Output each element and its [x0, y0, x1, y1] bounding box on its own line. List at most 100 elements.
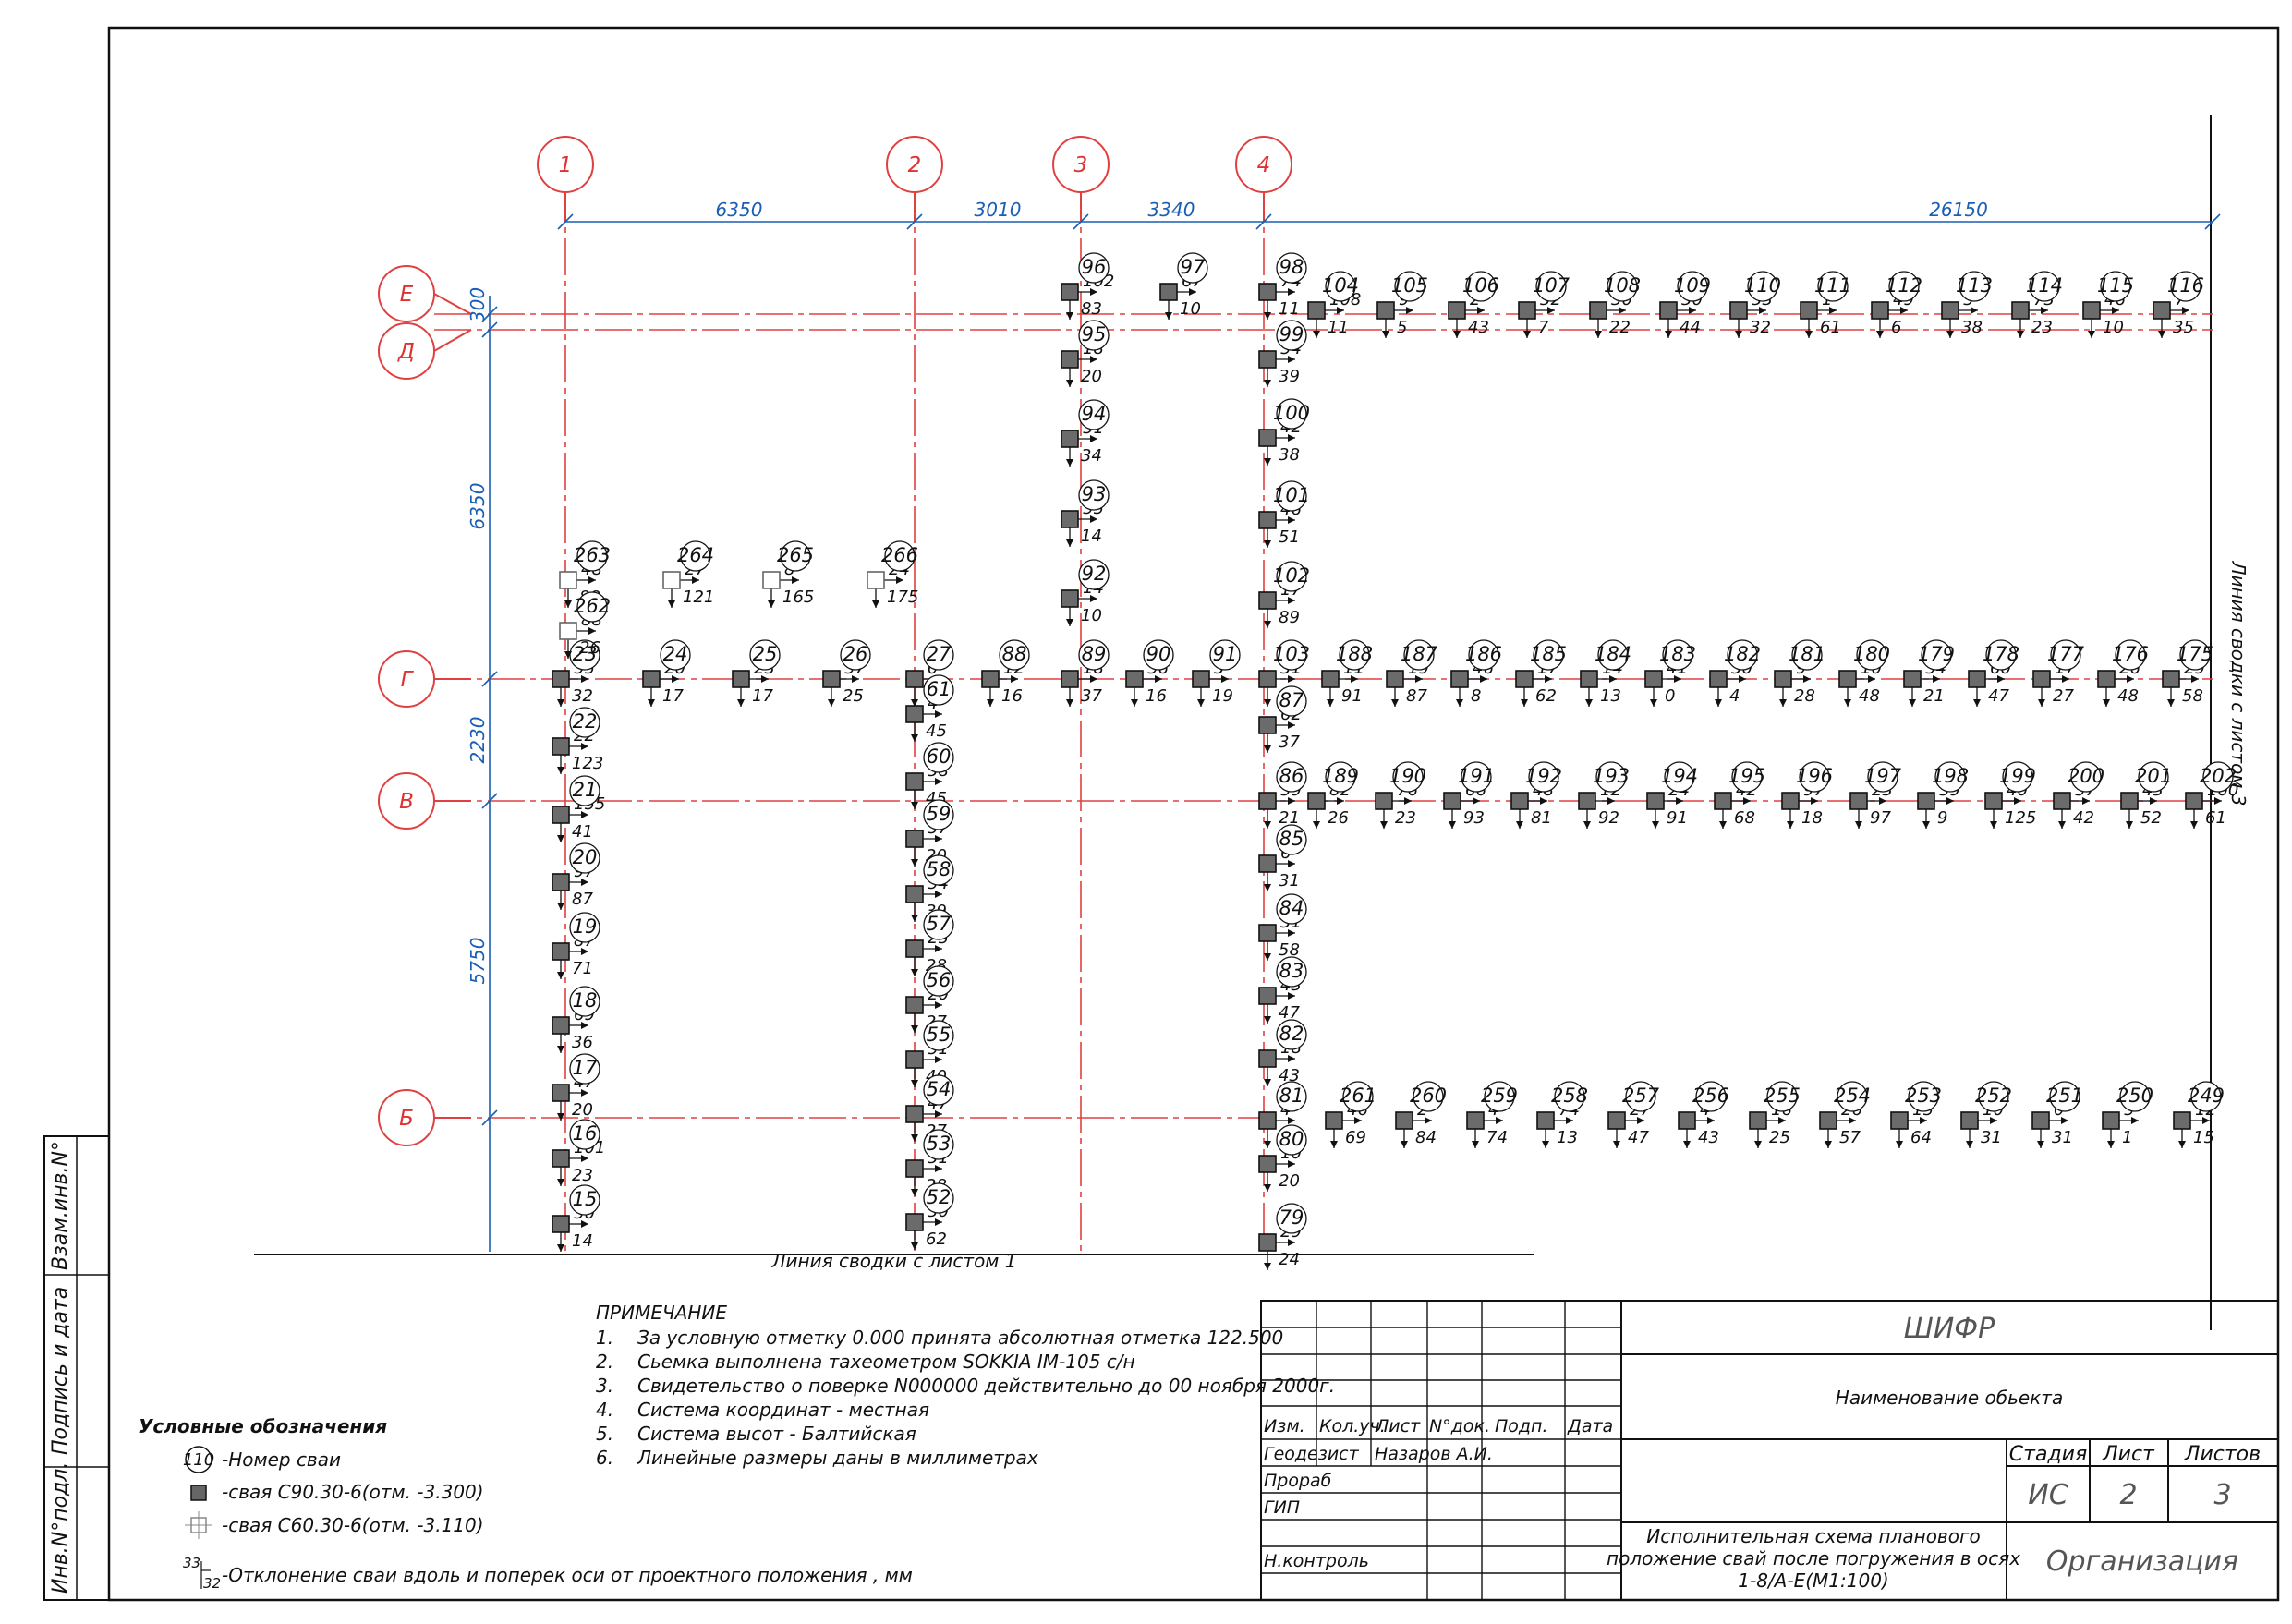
pile-number-circle	[1908, 1081, 1939, 1112]
pile-arrowhead-y	[557, 1244, 564, 1252]
pile-number-circle	[569, 842, 600, 874]
pile-number: 110	[1744, 274, 1781, 297]
pile-square-C90	[1849, 792, 1868, 810]
pile-112: 496112	[1871, 271, 1922, 338]
pile-arrowhead-x	[935, 778, 942, 785]
pile-number: 92	[1082, 563, 1107, 585]
pile-number: 81	[1279, 1085, 1304, 1107]
pile-arrowhead-x	[581, 1155, 588, 1162]
pile-square-C90	[1258, 1049, 1277, 1068]
pile-193: 1292193	[1578, 761, 1630, 829]
pile-arrowhead-x	[2150, 797, 2157, 805]
pile-arrowhead-x	[1288, 597, 1295, 604]
pile-number-circle	[1695, 1081, 1727, 1112]
pile-number-circle	[1791, 639, 1823, 671]
pile-number: 17	[573, 1057, 598, 1079]
pile-arrowhead-x	[1496, 1117, 1503, 1124]
pile-square-C90	[1307, 792, 1326, 810]
pile-dev-across: 1	[2122, 1128, 2132, 1147]
pile-number-circle	[1276, 480, 1307, 512]
pile-number-circle	[1276, 824, 1307, 855]
pile-257: 2747257	[1607, 1081, 1660, 1148]
axis-bubbles: 1 2 3 4 Е Д Г В Б	[378, 136, 1292, 1146]
pile-number-circle	[923, 965, 954, 997]
pile-square-C90	[2011, 301, 2030, 320]
pile-17: 472017	[552, 1053, 600, 1121]
pile-number-circle	[1276, 761, 1307, 793]
pile-arrowhead-y	[1652, 821, 1659, 829]
pile-dev-across: 8	[1471, 686, 1481, 706]
pile-number: 179	[1918, 643, 1955, 665]
pile-arrowhead-x	[1288, 797, 1295, 805]
stamp-header-list: Лист	[1375, 1416, 1421, 1436]
pile-square-C90	[1941, 301, 1959, 320]
pile-square-C90	[552, 1016, 570, 1035]
pile-dev-across: 38	[1961, 318, 1983, 337]
note-5-text: Система высот - Балтийская	[637, 1423, 916, 1445]
note-3-text: Свидетельство о поверке N000000 действит…	[637, 1375, 1335, 1397]
pile-number: 193	[1593, 765, 1630, 787]
pile-dev-across: 125	[2005, 808, 2036, 828]
pile-number-circle	[1766, 1081, 1798, 1112]
pile-square-C90	[1678, 1111, 1696, 1130]
pile-number-circle	[1597, 639, 1629, 671]
pile-dev-across: 15	[2193, 1128, 2214, 1147]
pile-dev-across: 18	[1801, 808, 1823, 828]
pile-arrowhead-x	[1920, 1117, 1927, 1124]
pile-arrowhead-y	[557, 972, 564, 979]
pile-arrowhead-y	[1595, 331, 1602, 338]
pile-number: 111	[1814, 274, 1851, 297]
pile-179: 5421179	[1903, 639, 1955, 707]
pile-dev-across: 48	[1859, 686, 1880, 706]
pile-square-C90	[552, 737, 570, 756]
pile-number: 57	[927, 913, 952, 935]
pile-square-C90	[2082, 301, 2101, 320]
pile-number: 52	[927, 1186, 952, 1208]
pile-arrowhead-x	[1743, 797, 1751, 805]
axis-bubble-E	[378, 265, 435, 322]
pile-59: 572059	[905, 799, 954, 867]
pile-number: 253	[1905, 1085, 1942, 1107]
legend-dev-bottom: 32	[203, 1575, 221, 1592]
pile-arrowhead-y	[911, 969, 918, 976]
pile-arrowhead-x	[1090, 356, 1097, 363]
pile-dev-across: 16	[1001, 686, 1023, 706]
pile-number-circle	[1731, 761, 1763, 793]
stamp-sheet-header: Лист	[2102, 1443, 2155, 1466]
bottom-join-label: Линия сводки с листом 1	[771, 1250, 1017, 1272]
pile-number: 176	[2112, 643, 2149, 665]
pile-number: 97	[1181, 256, 1206, 278]
pile-dev-across: 11	[1279, 299, 1300, 319]
axis-bubble-D	[378, 322, 435, 380]
pile-square-C90	[1061, 283, 1079, 301]
pile-number-circle	[2138, 761, 2169, 793]
dim-left-4: 5750	[467, 938, 489, 985]
pile-square-C60	[762, 571, 781, 589]
pile-number: 114	[2026, 274, 2063, 297]
pile-square-C90	[1646, 792, 1665, 810]
pile-number-circle	[569, 1119, 600, 1150]
pile-189: 8226189	[1307, 761, 1359, 829]
pile-number: 61	[927, 678, 952, 700]
pile-arrowhead-x	[581, 743, 588, 750]
pile-arrowhead-y	[1264, 1079, 1271, 1086]
pile-arrowhead-x	[1900, 307, 1908, 314]
pile-number: 19	[573, 915, 598, 938]
stamp-surveyor-name: Назаров А.И.	[1375, 1444, 1493, 1464]
pile-arrowhead-x	[2182, 307, 2189, 314]
pile-arrowhead-x	[1473, 797, 1480, 805]
pile-dev-across: 123	[572, 754, 603, 773]
pile-115: 4610115	[2082, 271, 2134, 338]
pile-253: 1564253	[1890, 1081, 1942, 1148]
pile-number-circle	[1533, 639, 1564, 671]
pile-197: 2397197	[1849, 761, 1902, 829]
pile-number: 202	[2200, 765, 2237, 787]
pile-25: 231725	[732, 639, 781, 707]
pile-number-circle	[1325, 761, 1356, 793]
pile-82: 184382	[1258, 1019, 1307, 1086]
stamp-code: ШИФР	[1904, 1313, 1995, 1345]
pile-arrowhead-y	[1844, 699, 1851, 707]
pile-square-C90	[642, 670, 661, 688]
pile-number: 90	[1146, 643, 1171, 665]
pile-arrowhead-y	[2038, 699, 2045, 707]
